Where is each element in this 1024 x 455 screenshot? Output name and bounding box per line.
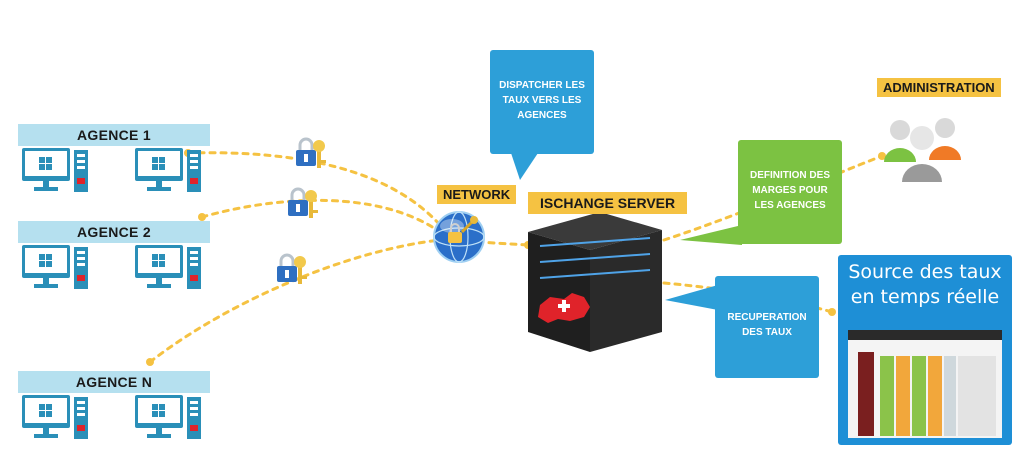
agence-2-label: AGENCE 2 xyxy=(18,221,210,243)
callout-definition xyxy=(680,140,842,245)
workstation-icon xyxy=(22,395,88,439)
administration-label: ADMINISTRATION xyxy=(877,78,1001,97)
definition-callout-text: DEFINITION DES MARGES POUR LES AGENCES xyxy=(749,170,830,211)
link-network-server xyxy=(476,240,530,247)
recuperation-callout-text: RECUPERATION DES TAUX xyxy=(727,312,807,338)
administration-people-icon xyxy=(884,118,961,182)
callout-dispatcher xyxy=(490,50,594,180)
workstation-icon xyxy=(22,148,88,192)
lock-key-icon xyxy=(277,253,307,284)
source-title: Source des taux en temps réelle xyxy=(848,261,1002,308)
workstation-icon xyxy=(22,245,88,289)
callout-recuperation xyxy=(665,276,819,378)
link-agence2-network xyxy=(200,198,442,234)
dispatcher-callout-text: DISPATCHER LES TAUX VERS LES AGENCES xyxy=(499,80,585,121)
link-agence1-network xyxy=(186,151,442,227)
network-globe-icon xyxy=(433,211,485,263)
workstation-icon xyxy=(135,395,201,439)
agence-n-label: AGENCE N xyxy=(18,371,210,393)
network-label: NETWORK xyxy=(437,185,517,204)
lock-key-icon xyxy=(296,137,326,168)
agence-1-label: AGENCE 1 xyxy=(18,124,210,146)
source-panel xyxy=(838,255,1012,445)
lock-key-icon xyxy=(288,187,318,218)
server-label: ISCHANGE SERVER xyxy=(528,192,688,214)
workstation-icon xyxy=(135,148,201,192)
workstation-icon xyxy=(135,245,201,289)
server-tower-icon xyxy=(528,212,662,352)
link-agencen-network xyxy=(148,238,442,364)
